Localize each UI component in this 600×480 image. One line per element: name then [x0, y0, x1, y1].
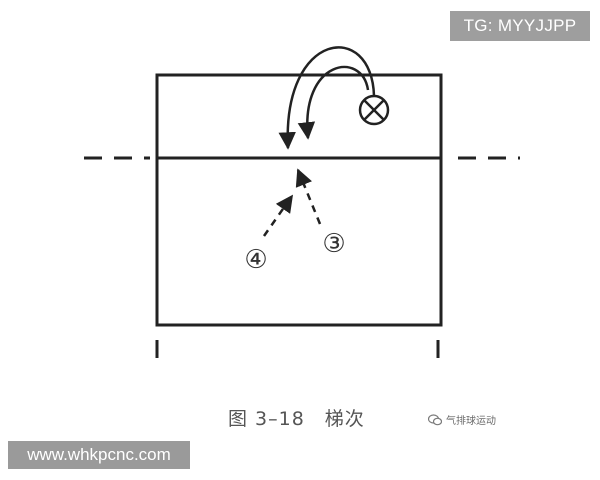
court-outline — [155, 73, 443, 327]
account-name: 气排球运动 — [446, 416, 496, 427]
figure-caption: 图 3–18 梯次 — [228, 408, 365, 430]
player-3-marker: ③ — [322, 229, 345, 259]
ball-icon — [358, 94, 390, 126]
wechat-icon — [428, 413, 442, 425]
player-3-run-arrow — [295, 168, 322, 225]
account-label: 气排球运动 — [428, 412, 496, 427]
url-banner: www.whkpcnc.com — [8, 441, 190, 469]
watermark-badge: TG: MYYJJPP — [450, 11, 590, 41]
pass-arrow-outer — [278, 46, 376, 150]
player-4-marker: ④ — [244, 245, 267, 275]
pass-arrow-inner — [297, 65, 370, 140]
player-4-run-arrow — [262, 194, 294, 237]
